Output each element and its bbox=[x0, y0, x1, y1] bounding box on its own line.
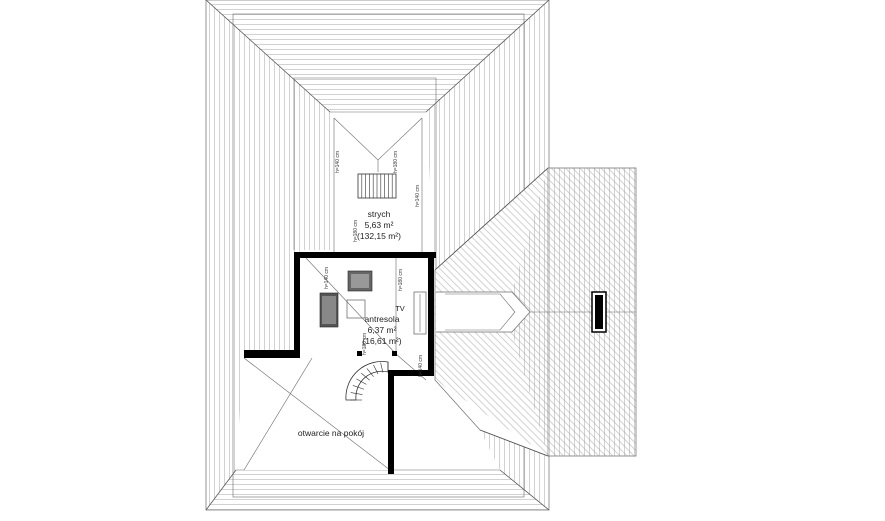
spiral-tread bbox=[352, 385, 365, 390]
spiral-tread bbox=[373, 364, 379, 375]
strych-total: (132,15 m²) bbox=[357, 231, 401, 241]
attic-area bbox=[330, 111, 426, 252]
spiral-tread bbox=[356, 378, 367, 385]
labels: strych 5,63 m² (132,15 m²) antresola 6,3… bbox=[298, 151, 424, 438]
height-marker: h=140 cm bbox=[415, 185, 421, 207]
antresola-name: antresola bbox=[365, 314, 400, 324]
post-icon bbox=[392, 351, 397, 356]
height-marker: h=140 cm bbox=[324, 267, 330, 289]
tv-label: TV bbox=[395, 304, 405, 313]
height-marker: h=140 cm bbox=[335, 151, 341, 173]
mezzanine bbox=[305, 257, 428, 381]
opening-label: otwarcie na pokój bbox=[298, 428, 364, 438]
side-roof-wing bbox=[434, 167, 637, 457]
antresola-total: (16,61 m²) bbox=[362, 336, 401, 346]
spiral-tread bbox=[366, 368, 374, 377]
height-marker: h=180 cm bbox=[393, 151, 399, 173]
spiral-tread bbox=[360, 372, 370, 381]
height-marker: h=180 cm bbox=[398, 269, 404, 291]
antresola-area: 6,37 m² bbox=[368, 325, 397, 335]
strych-name: strych bbox=[368, 209, 391, 219]
height-marker: h=180 cm bbox=[362, 333, 368, 355]
spiral-tread bbox=[350, 392, 363, 395]
height-marker: h=180 cm bbox=[353, 220, 359, 242]
attic-stair bbox=[357, 173, 397, 199]
table-icon bbox=[346, 299, 366, 319]
spiral-tread bbox=[380, 362, 384, 373]
walls bbox=[244, 252, 436, 474]
strych-area: 5,63 m² bbox=[365, 220, 394, 230]
height-marker: h=140 cm bbox=[418, 355, 424, 377]
chimney-icon bbox=[595, 295, 603, 329]
post-icon bbox=[357, 351, 362, 356]
